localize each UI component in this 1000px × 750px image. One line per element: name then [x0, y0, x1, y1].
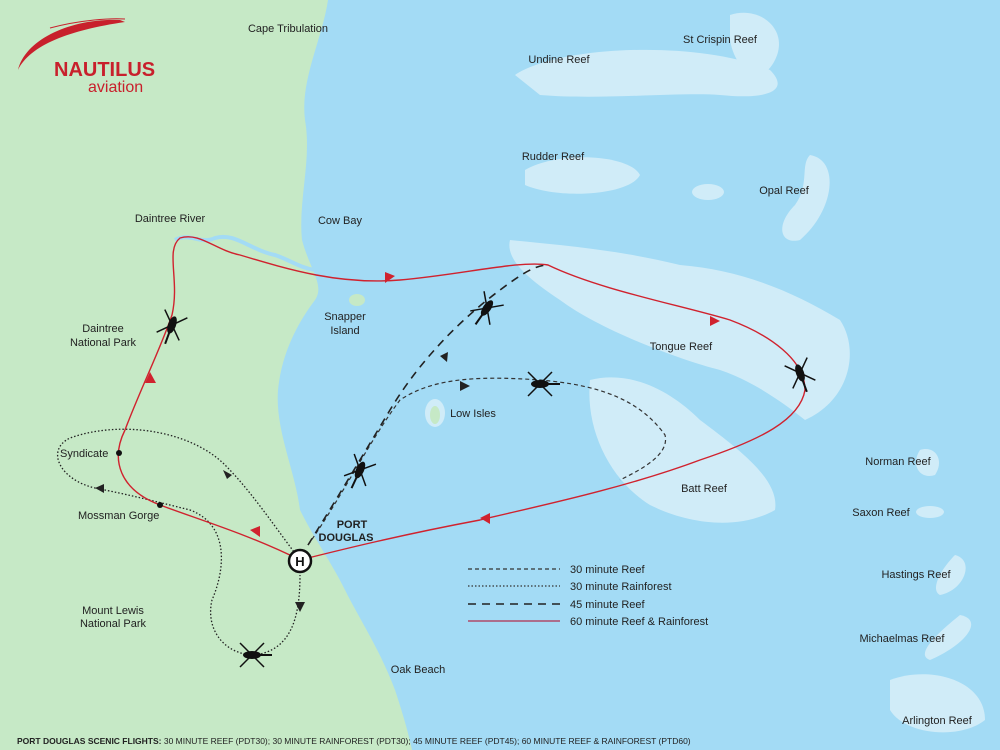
label-arlington-reef: Arlington Reef [902, 715, 973, 727]
logo-brand: NAUTILUS [54, 59, 155, 81]
legend-label: 60 minute Reef & Rainforest [570, 616, 708, 628]
label-oak-beach: Oak Beach [391, 664, 445, 676]
mossman-gorge-marker [157, 502, 163, 508]
label-cape-tribulation: Cape Tribulation [248, 23, 328, 35]
footer-bold: PORT DOUGLAS SCENIC FLIGHTS: [17, 736, 162, 746]
label-island: Island [330, 325, 359, 337]
label-snapper: Snapper [324, 311, 366, 323]
label-hastings-reef: Hastings Reef [881, 569, 951, 581]
route-45-reef [307, 264, 549, 546]
route-30-reef [307, 377, 667, 546]
route-arrows [145, 272, 720, 537]
legend-label: 30 minute Reef [570, 564, 646, 576]
label-undine-reef: Undine Reef [528, 54, 590, 66]
label-norman-reef: Norman Reef [865, 456, 931, 468]
low-isles [430, 406, 440, 424]
label-daintree-river: Daintree River [135, 213, 206, 225]
route-60-reef-rainforest [117, 236, 806, 561]
label-batt-reef: Batt Reef [681, 483, 728, 495]
label-st-crispin-reef: St Crispin Reef [683, 34, 758, 46]
label-michaelmas-reef: Michaelmas Reef [860, 633, 946, 645]
nautilus-logo: NAUTILUS aviation [18, 18, 155, 96]
heliport-label: H [295, 554, 304, 569]
label-mount-lewis-2: National Park [80, 618, 147, 630]
footer-text: 30 MINUTE REEF (PDT30); 30 MINUTE RAINFO… [162, 736, 691, 746]
syndicate-marker [116, 450, 122, 456]
label-daintree-np-2: National Park [70, 337, 137, 349]
label-mossman-gorge: Mossman Gorge [78, 510, 159, 522]
route-arrows-dark [95, 352, 470, 612]
label-tongue-reef: Tongue Reef [650, 341, 713, 353]
label-cow-bay: Cow Bay [318, 215, 363, 227]
heliport-icon [287, 548, 313, 574]
snapper-island [349, 294, 365, 306]
legend-label: 45 minute Reef [570, 599, 646, 611]
label-low-isles: Low Isles [450, 408, 496, 420]
legend-label: 30 minute Rainforest [570, 581, 672, 593]
footer-caption: PORT DOUGLAS SCENIC FLIGHTS: 30 MINUTE R… [17, 736, 691, 746]
label-opal-reef: Opal Reef [759, 185, 809, 197]
reefs [509, 12, 985, 733]
label-douglas: DOUGLAS [319, 532, 374, 544]
label-rudder-reef: Rudder Reef [522, 151, 585, 163]
label-port: PORT [337, 519, 368, 531]
logo-sub: aviation [88, 79, 143, 96]
label-saxon-reef: Saxon Reef [852, 507, 910, 519]
label-mount-lewis-1: Mount Lewis [82, 605, 144, 617]
label-daintree-np-1: Daintree [82, 323, 124, 335]
label-syndicate: Syndicate [60, 448, 108, 460]
daintree-river [174, 234, 316, 272]
legend: 30 minute Reef 30 minute Rainforest 45 m… [468, 564, 708, 628]
